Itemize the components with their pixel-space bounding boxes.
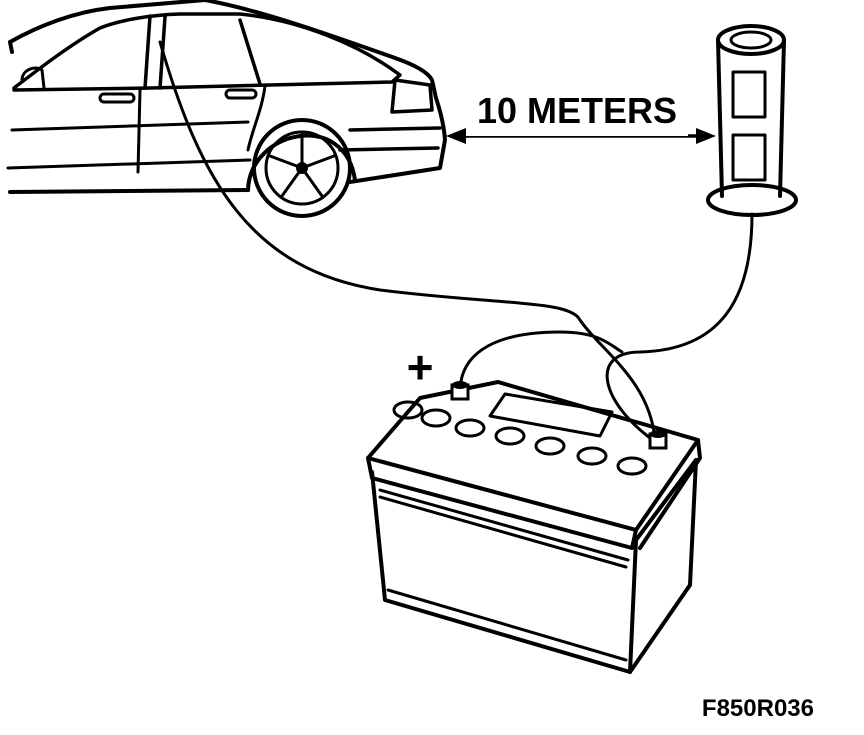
car-tail-light xyxy=(338,78,442,152)
antenna-body xyxy=(716,38,786,198)
distance-label-backdrop xyxy=(466,92,688,136)
antenna-top xyxy=(716,24,786,56)
cable-car xyxy=(158,40,657,442)
car-rear-wheel xyxy=(252,118,352,218)
cable-positive xyxy=(458,330,624,394)
cables xyxy=(158,40,754,442)
car-door-handle-front xyxy=(98,92,136,104)
car-mirror xyxy=(20,66,46,90)
distance-label: 10 METERS xyxy=(477,90,677,131)
battery-front-face xyxy=(370,470,638,674)
battery-cell-caps xyxy=(392,400,648,476)
car-doors xyxy=(6,84,267,174)
battery-positive-terminal xyxy=(450,381,470,401)
distance-arrow-right-head xyxy=(696,128,716,144)
antenna-post xyxy=(706,24,798,217)
car-door-handle-rear xyxy=(224,88,258,100)
battery-side xyxy=(628,458,698,674)
antenna-top-inner xyxy=(729,30,773,50)
cable-antenna xyxy=(605,212,754,440)
distance-indicator: 10 METERS xyxy=(446,90,716,144)
battery-front-groove xyxy=(378,488,630,662)
positive-sign: + xyxy=(407,341,434,393)
battery-lid-panel xyxy=(488,392,614,438)
antenna-label-upper xyxy=(731,70,767,119)
distance-arrow-left-head xyxy=(446,128,466,144)
car-window-frame xyxy=(12,12,402,92)
battery-negative-terminal xyxy=(648,430,668,450)
car-body-outline xyxy=(8,0,447,194)
car xyxy=(6,0,447,218)
figure-code: F850R036 xyxy=(702,695,814,722)
antenna-label-lower xyxy=(731,133,767,182)
battery: + xyxy=(366,341,702,674)
